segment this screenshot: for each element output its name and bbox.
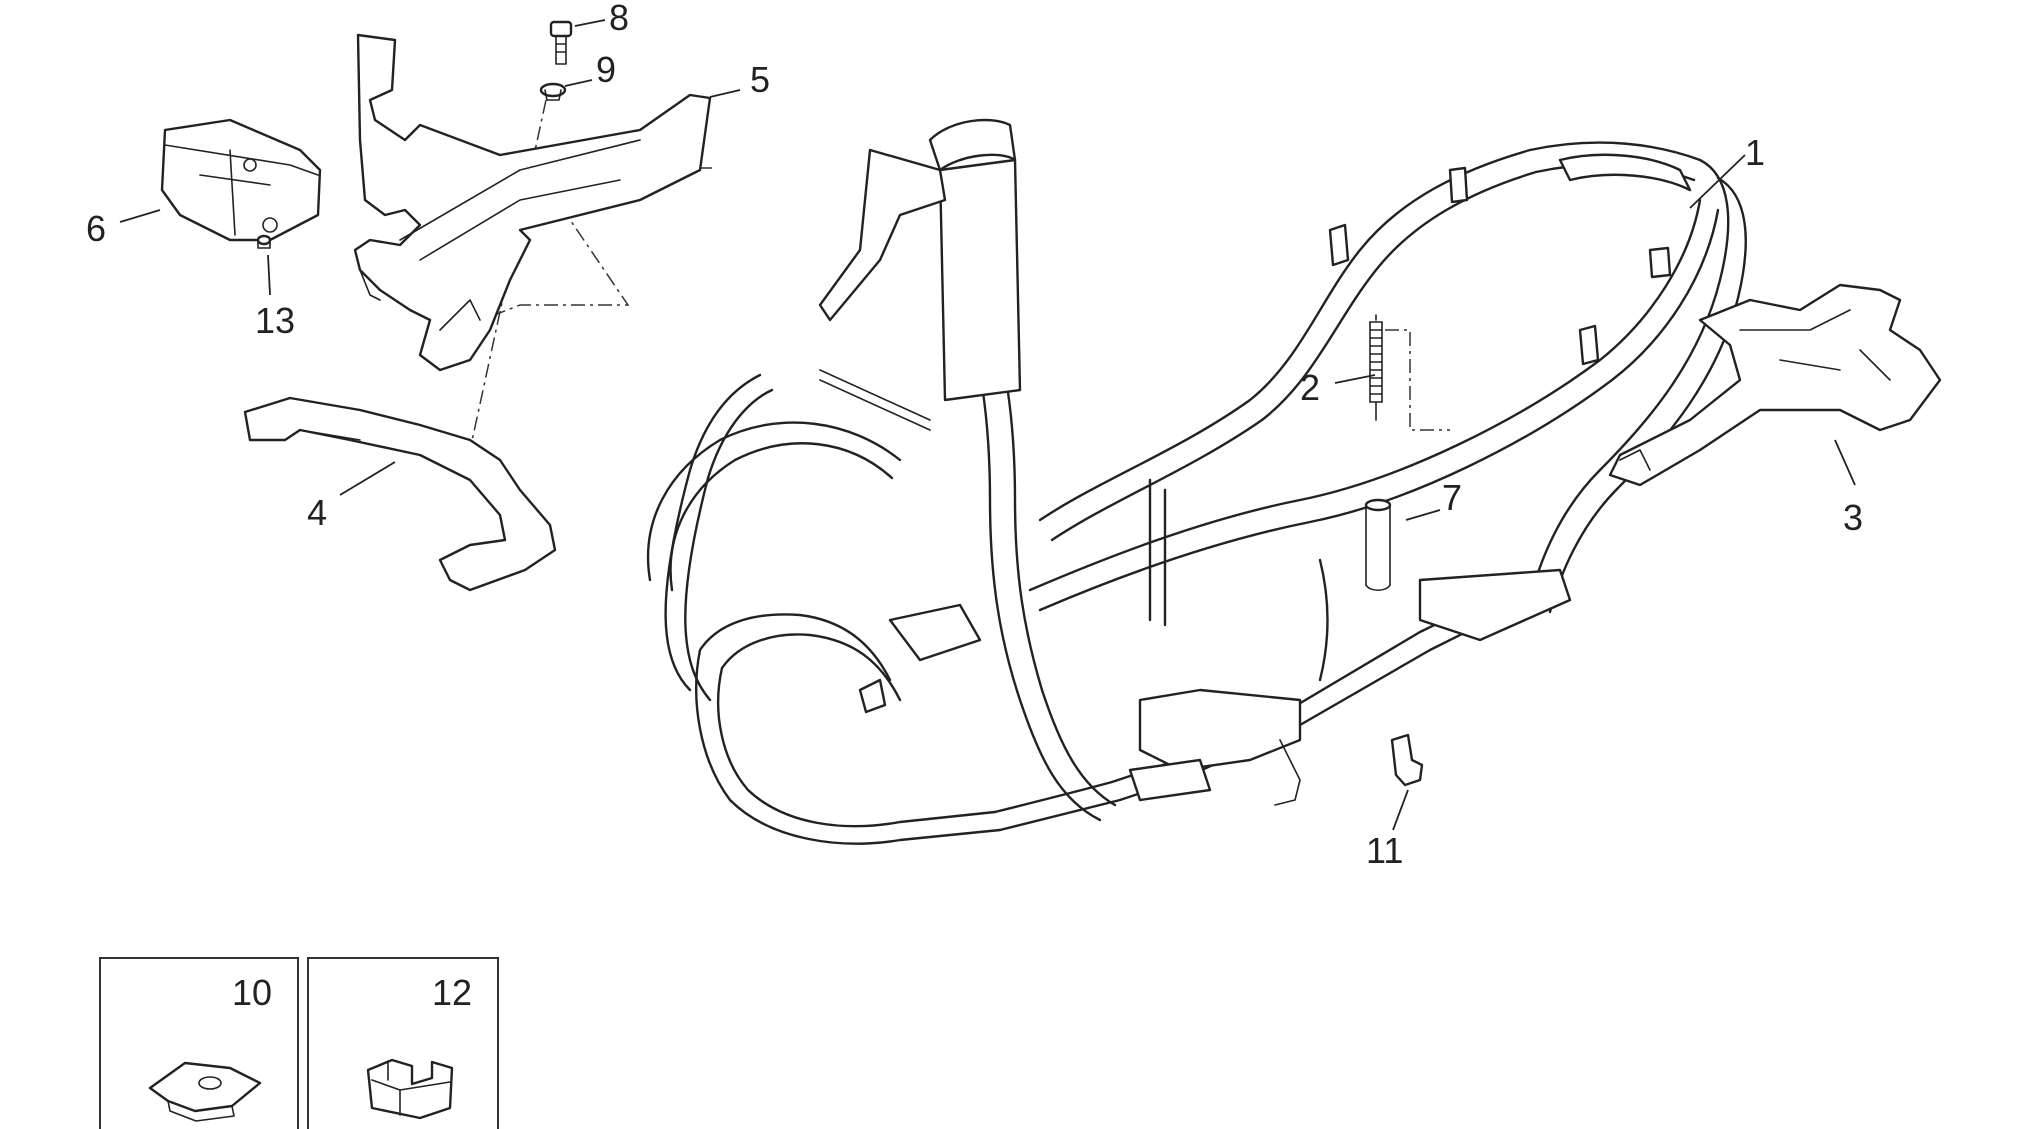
nut-icon (256, 234, 272, 249)
spring-icon (1369, 314, 1383, 421)
callout-8: 8 (609, 0, 629, 38)
spacer-tube-icon (1364, 498, 1392, 592)
headlight-support-icon (353, 33, 712, 372)
washer-icon (539, 82, 567, 101)
callout-labels: 1 2 3 4 5 6 7 8 9 11 13 (86, 0, 1863, 871)
callout-12: 12 (432, 972, 472, 1013)
callout-2: 2 (1300, 367, 1320, 408)
bushing-icon (1390, 733, 1424, 787)
main-frame-icon (646, 118, 1747, 845)
leader-lines (119, 19, 1856, 831)
callout-3: 3 (1843, 497, 1863, 538)
callout-5: 5 (750, 59, 770, 100)
inset-box-12: 12 (307, 957, 499, 1129)
clip-nut-icon (148, 1061, 262, 1122)
callout-10: 10 (232, 972, 272, 1013)
callout-1: 1 (1745, 132, 1765, 173)
screw-icon (549, 20, 573, 65)
callout-9: 9 (596, 49, 616, 90)
callout-11: 11 (1366, 830, 1403, 871)
clamp-icon (366, 1058, 454, 1120)
rear-bracket-icon (1608, 283, 1942, 487)
footrest-bracket-icon (243, 396, 557, 592)
callout-6: 6 (86, 208, 106, 249)
callout-7: 7 (1442, 477, 1462, 518)
callout-13: 13 (255, 300, 295, 341)
bracket-block-icon (160, 118, 322, 242)
callout-4: 4 (307, 492, 327, 533)
inset-box-10: 10 (99, 957, 299, 1129)
